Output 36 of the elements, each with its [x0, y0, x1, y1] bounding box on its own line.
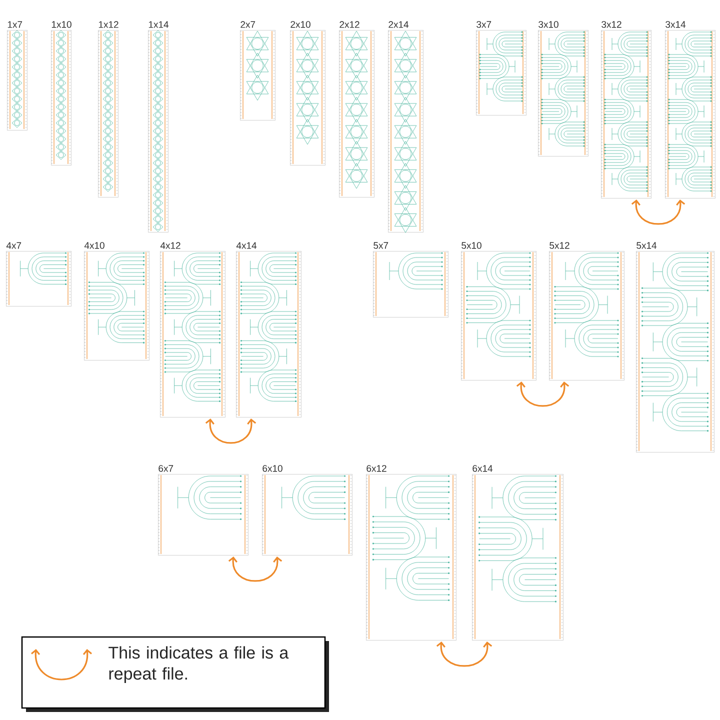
- node-label: 1x12: [98, 21, 118, 28]
- node-label: 3x14: [666, 21, 686, 28]
- legend-box: This indicates a file is a repeat file.: [21, 636, 329, 712]
- design-panel: 6x10: [262, 465, 352, 556]
- node-label: 3x10: [538, 21, 558, 28]
- node-label: 6x10: [262, 465, 282, 472]
- node-label: 2x7: [240, 21, 256, 28]
- design-panel: 6x7: [158, 465, 248, 556]
- repeat-arrow: [205, 418, 256, 444]
- node-label: 5x7: [374, 242, 388, 249]
- node-label: 5x12: [550, 242, 570, 249]
- node-label: 2x10: [290, 21, 310, 28]
- node-label: 4x10: [84, 242, 104, 249]
- node-label: 6x14: [472, 465, 493, 472]
- design-panel: 4x7: [6, 242, 72, 306]
- node-label: 1x7: [8, 21, 22, 28]
- repeat-arrow: [516, 382, 570, 407]
- node-label: 6x12: [366, 465, 386, 472]
- design-panel: 6x12: [366, 465, 456, 640]
- design-panel: 6x14: [472, 465, 564, 640]
- node-label: 3x12: [602, 21, 622, 28]
- repeat-arrow: [228, 556, 282, 582]
- node-label: 1x14: [148, 21, 169, 28]
- node-label: 5x10: [462, 242, 482, 249]
- node-label: 1x10: [52, 21, 72, 28]
- design-panel: 5x7: [373, 242, 448, 318]
- node-label: 4x14: [236, 242, 257, 249]
- node-label: 4x12: [160, 242, 180, 249]
- node-label: 2x14: [388, 21, 409, 28]
- node-label: 3x7: [476, 21, 492, 28]
- repeat-arrow: [436, 642, 492, 667]
- node-label: 6x7: [158, 465, 174, 472]
- node-label: 4x7: [6, 242, 22, 249]
- repeat-arrow: [631, 200, 686, 225]
- node-label: 2x12: [340, 21, 360, 28]
- node-label: 5x14: [636, 242, 657, 249]
